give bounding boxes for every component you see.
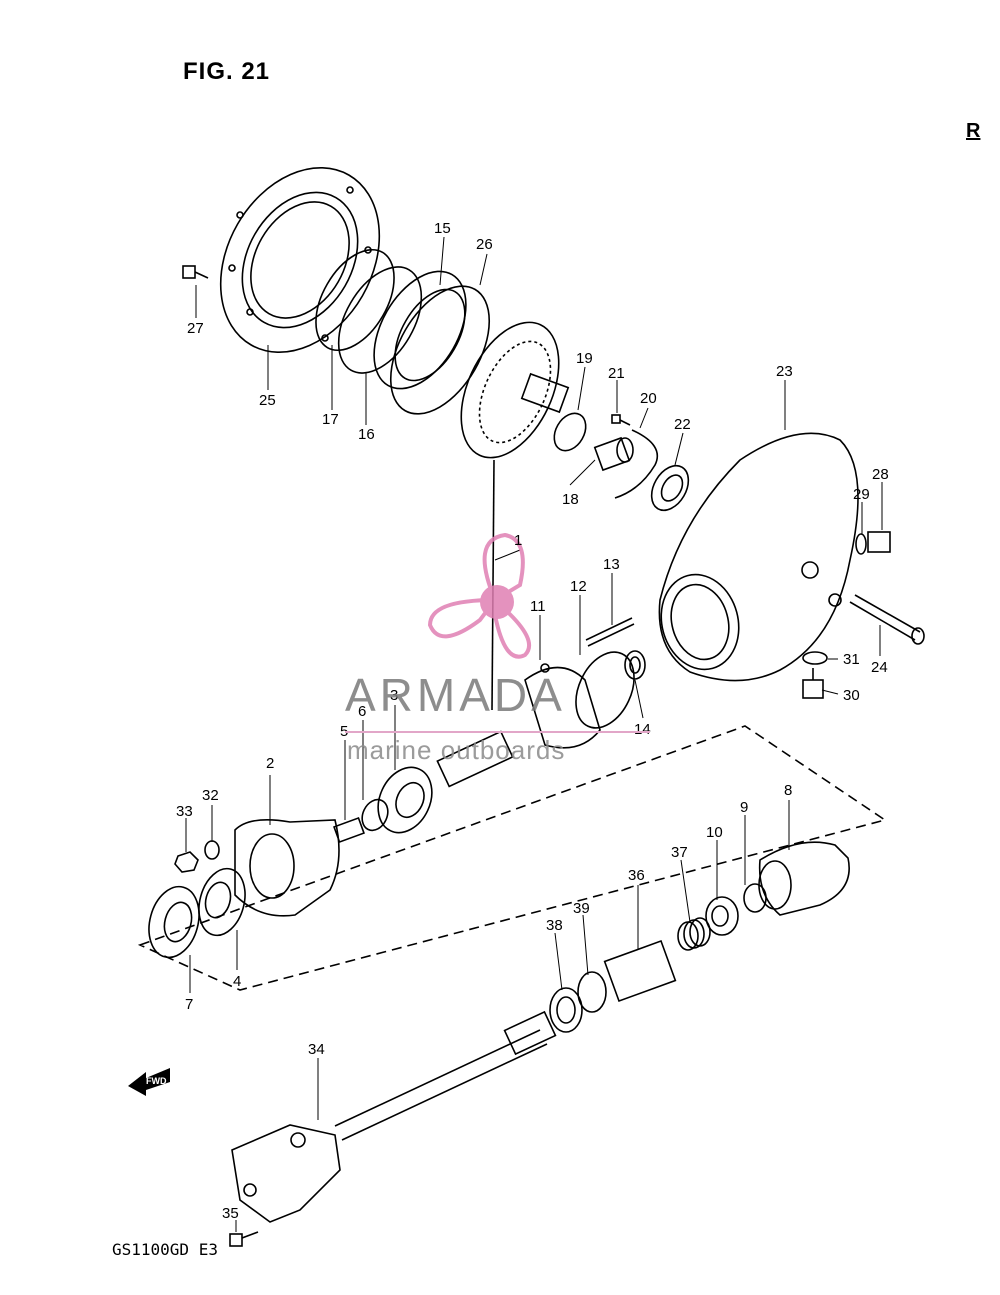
- figure-title: FIG. 21: [183, 58, 271, 85]
- part-18-bearing: [593, 436, 634, 472]
- part-5-spacer: [333, 817, 365, 843]
- part-pinion-gear: [436, 459, 514, 788]
- part-number-label: 20: [640, 390, 657, 407]
- part-8-coupling: [758, 841, 850, 916]
- part-37-spring: [677, 917, 711, 951]
- part-number-label: 32: [202, 787, 219, 804]
- part-number-label: 39: [573, 900, 590, 917]
- part-number-label: 33: [176, 803, 193, 820]
- part-number-label: 23: [776, 363, 793, 380]
- watermark-brand: ARMADA: [345, 669, 566, 721]
- part-3-bearing: [377, 766, 433, 834]
- part-26-o-ring: [389, 285, 491, 415]
- propeller-icon: [427, 532, 531, 659]
- part-38-o-ring: [549, 987, 583, 1033]
- part-6-shim: [361, 798, 389, 832]
- part-20-stopper: [614, 429, 659, 499]
- part-number-label: 9: [740, 799, 748, 816]
- part-number-label: 4: [233, 973, 241, 990]
- part-number-label: 22: [674, 416, 691, 433]
- fwd-arrow-icon: FWD: [128, 1068, 170, 1096]
- fwd-label: FWD: [146, 1076, 167, 1086]
- part-number-label: 3: [390, 687, 398, 704]
- part-29-washer: [855, 533, 867, 555]
- part-22-oil-seal: [650, 464, 690, 512]
- part-number-label: 36: [628, 867, 645, 884]
- part-number-label: 12: [570, 578, 587, 595]
- part-number-label: 19: [576, 350, 593, 367]
- part-number-label: 14: [634, 721, 651, 738]
- part-number-label: 13: [603, 556, 620, 573]
- part-number-label: 27: [187, 320, 204, 337]
- part-1-ring-gear: [460, 321, 570, 459]
- region-mark: R: [966, 120, 981, 142]
- part-30-plug: [802, 668, 824, 699]
- part-number-label: 25: [259, 392, 276, 409]
- part-number-label: 37: [671, 844, 688, 861]
- part-number-label: 11: [530, 598, 546, 615]
- part-14-bearing: [624, 650, 646, 680]
- part-28-bolt: [867, 531, 891, 553]
- part-11-bearing-case: [524, 663, 601, 749]
- part-13-stud: [585, 617, 635, 647]
- watermark-divider: [345, 731, 650, 733]
- part-2-bearing-case: [234, 819, 340, 917]
- part-9-washer: [743, 883, 767, 913]
- part-17-shim: [315, 248, 395, 352]
- part-24-stud: [849, 594, 925, 645]
- part-23-gear-case: [658, 432, 859, 682]
- part-number-label: 6: [358, 703, 366, 720]
- part-number-label: 8: [784, 782, 792, 799]
- leader-lines: [185, 236, 883, 1232]
- part-number-label: 18: [562, 491, 579, 508]
- watermark-tagline: marine outboards: [347, 735, 566, 765]
- part-number-label: 1: [514, 532, 522, 549]
- part-number-label: 5: [340, 723, 348, 740]
- part-15-bearing: [373, 270, 467, 390]
- part-12-o-ring: [575, 651, 635, 729]
- part-number-label: 26: [476, 236, 493, 253]
- part-36-joint: [603, 939, 677, 1003]
- part-32-washer: [204, 840, 220, 860]
- part-number-label: 7: [185, 996, 193, 1013]
- part-34-propeller-shaft: [231, 1010, 557, 1223]
- part-21-screw: [611, 414, 631, 426]
- part-35-bolt: [229, 1231, 259, 1247]
- part-number-label: 29: [853, 486, 870, 503]
- part-number-label: 10: [706, 824, 723, 841]
- part-number-label: 21: [608, 365, 625, 382]
- part-number-label: 15: [434, 220, 451, 237]
- part-number-label: 34: [308, 1041, 325, 1058]
- part-31-gasket: [802, 651, 828, 665]
- part-number-label: 24: [871, 659, 888, 676]
- part-number-label: 35: [222, 1205, 239, 1222]
- part-39-circlip: [577, 971, 607, 1013]
- part-number-label: 31: [843, 651, 860, 668]
- part-number-label: 17: [322, 411, 339, 428]
- part-10-nut: [705, 896, 739, 936]
- part-number-labels: 1 2 3 4 5 6 7 8 9 10 11 12 13 14 15 16 1…: [176, 220, 889, 1222]
- part-number-label: 16: [358, 426, 375, 443]
- part-number-label: 28: [872, 466, 889, 483]
- part-19-shim: [553, 412, 587, 452]
- part-16-shim: [337, 266, 423, 374]
- part-33-nut: [174, 851, 199, 873]
- part-27-bolt: [182, 265, 209, 279]
- model-code: GS1100GD E3: [112, 1240, 218, 1259]
- part-4-bearing: [198, 867, 246, 937]
- part-number-label: 38: [546, 917, 563, 934]
- part-number-label: 30: [843, 687, 860, 704]
- part-number-label: 2: [266, 755, 274, 772]
- part-25-flange: [219, 167, 381, 353]
